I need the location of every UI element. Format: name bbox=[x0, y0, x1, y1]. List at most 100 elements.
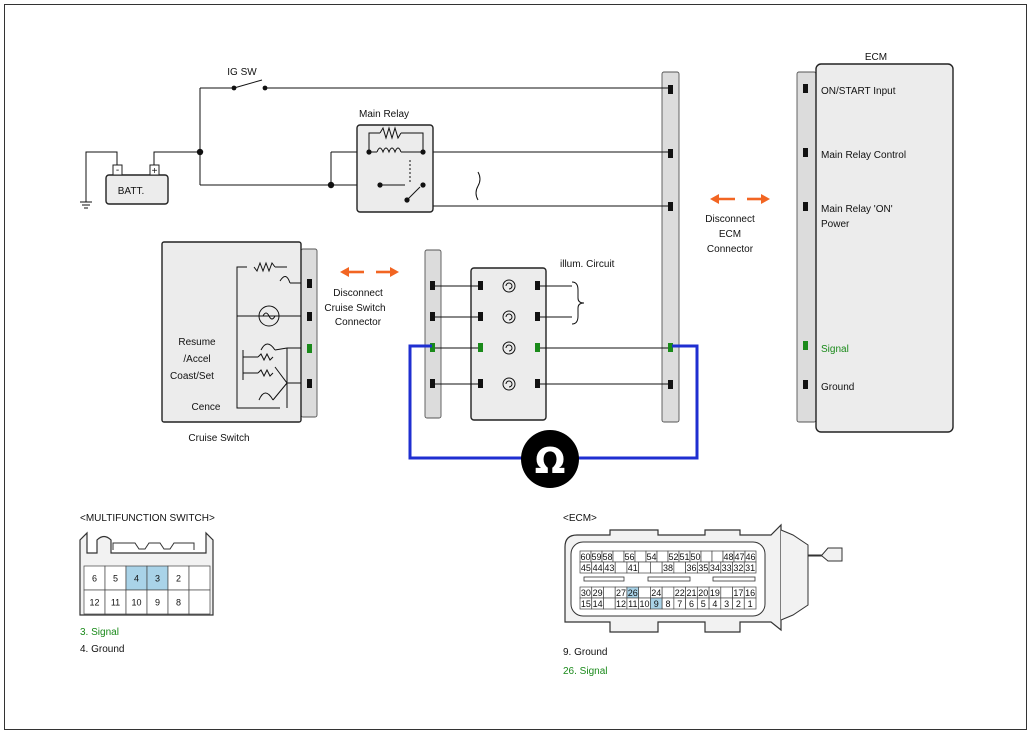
connector-pin-cell bbox=[188, 589, 211, 615]
disconnect-ecm-arrow-icon bbox=[710, 194, 770, 204]
harness-pin-terminal bbox=[430, 312, 435, 321]
connector-pin-number: 11 bbox=[628, 599, 637, 609]
connector-pin-number: 44 bbox=[593, 563, 603, 573]
connector-pin-number: 10 bbox=[131, 598, 141, 608]
diagram-frame bbox=[4, 4, 1027, 730]
connector-pin-number: 21 bbox=[686, 588, 696, 598]
connector-pin-cell bbox=[700, 550, 713, 563]
connector-pin-number: 6 bbox=[92, 574, 97, 584]
connector-pin-number: 7 bbox=[677, 599, 682, 609]
connector-pin-cell bbox=[612, 550, 625, 563]
ecm-pin-label-signal: Signal bbox=[821, 344, 849, 355]
connector-pin-cell bbox=[634, 550, 647, 563]
connector-pin-number: 9 bbox=[155, 598, 160, 608]
battery-minus-label: - bbox=[116, 165, 119, 176]
connector-pin-number: 12 bbox=[616, 599, 626, 609]
cruise-switch: Resume /Accel Coast/Set Cence bbox=[161, 241, 318, 423]
connector-pin-cell bbox=[638, 586, 651, 599]
connector-pin-number: 14 bbox=[593, 599, 603, 609]
connector-pin-number: 8 bbox=[665, 599, 670, 609]
connector-pin-number: 30 bbox=[581, 588, 591, 598]
connector-pin-number: 20 bbox=[698, 588, 708, 598]
connector-pin-number: 36 bbox=[686, 563, 696, 573]
battery-feed-wires bbox=[153, 87, 668, 207]
cruise-switch-title: Cruise Switch bbox=[188, 433, 249, 444]
ohmmeter-icon bbox=[521, 430, 579, 488]
ecm-pin-label: Main Relay 'ON' bbox=[821, 204, 893, 215]
connector-pin-cell bbox=[673, 561, 686, 574]
harness-pin-terminal-signal bbox=[668, 343, 673, 352]
multifunction-switch-title: <MULTIFUNCTION SWITCH> bbox=[80, 513, 215, 524]
disconnect-ecm-label: Connector bbox=[707, 244, 754, 255]
connector-pin-number: 35 bbox=[698, 563, 708, 573]
connector-pin-cell bbox=[650, 561, 663, 574]
ecm-pin-label: ON/START Input bbox=[821, 86, 896, 97]
connector-pin-number: 11 bbox=[111, 598, 120, 608]
connector-pin-cell bbox=[711, 550, 724, 563]
connector-pin-cell bbox=[603, 586, 616, 599]
connector-pin-number: 16 bbox=[745, 588, 755, 598]
connector-pin-number: 34 bbox=[710, 563, 720, 573]
connector-pin-number: 38 bbox=[663, 563, 673, 573]
connector-pin-number: 22 bbox=[675, 588, 685, 598]
disconnect-cruise-label: Connector bbox=[335, 317, 382, 328]
connector-pin-number: 43 bbox=[604, 563, 614, 573]
ecm-pin-label: Main Relay Control bbox=[821, 150, 906, 161]
mf-note-signal: 3. Signal bbox=[80, 627, 119, 638]
connector-pin-number: 52 bbox=[668, 552, 678, 562]
connector-pin-number: 24 bbox=[651, 588, 661, 598]
disconnect-ecm-label: ECM bbox=[719, 229, 741, 240]
harness-pin-terminal bbox=[668, 380, 673, 389]
connector-pin-cell bbox=[614, 561, 628, 574]
connector-pin-number: 54 bbox=[646, 552, 656, 562]
cruise-function-label: Coast/Set bbox=[170, 371, 214, 382]
connector-pin-number: 47 bbox=[734, 552, 744, 562]
ecm-pin-terminal bbox=[803, 380, 808, 389]
connector-pin-cell bbox=[661, 586, 675, 599]
connector-pin-number: 4 bbox=[712, 599, 717, 609]
ecm-note-ground: 9. Ground bbox=[563, 647, 607, 658]
harness-pin-terminal-signal bbox=[430, 343, 435, 352]
disconnect-cruise-label: Disconnect bbox=[333, 288, 383, 299]
harness-pin-terminal bbox=[668, 202, 673, 211]
connector-pin-number: 12 bbox=[89, 598, 99, 608]
cruise-harness-connector-bar bbox=[424, 249, 442, 419]
harness-pin-terminal bbox=[430, 379, 435, 388]
cruise-function-label: /Accel bbox=[183, 354, 210, 365]
cruise-function-label: Cence bbox=[192, 402, 221, 413]
harness-pin-terminal bbox=[668, 149, 673, 158]
connector-pin-number: 59 bbox=[591, 552, 601, 562]
ecm-pin-label: Ground bbox=[821, 382, 854, 393]
ecm-note-signal: 26. Signal bbox=[563, 666, 607, 677]
connector-pin-number: 10 bbox=[640, 599, 650, 609]
connector-pin-cell bbox=[638, 561, 651, 574]
connector-pin-number: 29 bbox=[593, 588, 603, 598]
connector-pin-number: 58 bbox=[602, 552, 612, 562]
disconnect-cruise-label: Cruise Switch bbox=[324, 303, 385, 314]
connector-pin-cell bbox=[743, 561, 757, 574]
connector-pin-number: 19 bbox=[710, 588, 720, 598]
connector-pin-number: 2 bbox=[736, 599, 741, 609]
connector-pin-number: 41 bbox=[628, 563, 638, 573]
connector-pin-number: 31 bbox=[745, 563, 755, 573]
ecm-pin-label: Power bbox=[821, 219, 850, 230]
connector-pin-number: 17 bbox=[733, 588, 743, 598]
connector-pin-number: 60 bbox=[580, 552, 590, 562]
connector-pin-number: 5 bbox=[113, 574, 118, 584]
clock-spring-block bbox=[470, 267, 547, 421]
battery: - + BATT. bbox=[105, 164, 169, 205]
connector-pin-number: 5 bbox=[701, 599, 706, 609]
ecm-connector-title: <ECM> bbox=[563, 513, 597, 524]
ecm-pin-terminal-signal bbox=[803, 341, 808, 350]
ecm-module: ECM ON/START Input Main Relay Control Ma… bbox=[796, 52, 954, 433]
connector-pin-number: 27 bbox=[616, 588, 626, 598]
disconnect-ecm-label: Disconnect bbox=[705, 214, 755, 225]
main-relay bbox=[356, 124, 434, 213]
connector-pin-cell bbox=[656, 550, 669, 563]
ohmmeter-symbol: Ω bbox=[535, 441, 566, 482]
connector-pin-number: 1 bbox=[748, 599, 753, 609]
connector-pin-number: 48 bbox=[723, 552, 733, 562]
